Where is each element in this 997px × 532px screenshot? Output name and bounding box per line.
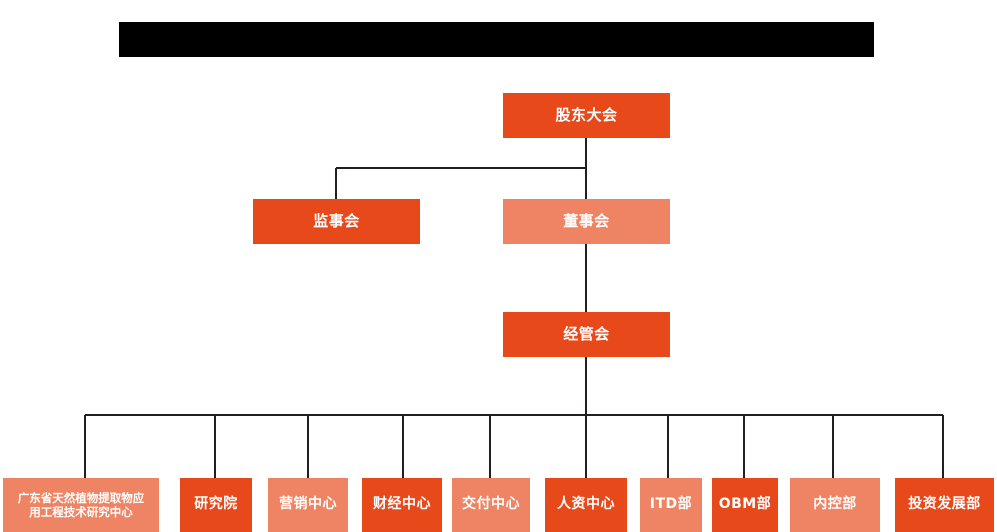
- connector-drop-department-2: [307, 415, 309, 478]
- connector-department-bus: [85, 414, 943, 416]
- connector-drop-department-1: [214, 415, 216, 478]
- org-node-label: ITD部: [649, 496, 693, 513]
- org-node-supervisors[interactable]: 监事会: [253, 199, 420, 244]
- org-node-label: 股东大会: [555, 106, 618, 125]
- connector-drop-department-4: [489, 415, 491, 478]
- redacted-title-bar: [119, 22, 874, 57]
- org-node-delivery-center[interactable]: 交付中心: [452, 478, 530, 532]
- org-node-label: 广东省天然植物提取物应 用工程技术研究中心: [17, 490, 145, 519]
- connector-drop-department-6: [667, 415, 669, 478]
- org-node-investment-dev[interactable]: 投资发展部: [895, 478, 994, 532]
- org-node-shareholders[interactable]: 股东大会: [503, 93, 670, 138]
- connector-drop-supervisors: [335, 168, 337, 199]
- org-node-directors[interactable]: 董事会: [503, 199, 670, 244]
- org-node-research-institute[interactable]: 研究院: [180, 478, 252, 532]
- org-node-label: 董事会: [563, 212, 610, 231]
- connector-drop-department-3: [402, 415, 404, 478]
- org-node-label: 监事会: [313, 212, 360, 231]
- connector-directors-to-management: [585, 244, 587, 312]
- connector-shareholders-to-directors: [585, 138, 587, 199]
- connector-drop-department-0: [84, 415, 86, 478]
- org-node-label: 交付中心: [462, 496, 520, 513]
- connector-drop-department-8: [832, 415, 834, 478]
- org-node-ext-research-center[interactable]: 广东省天然植物提取物应 用工程技术研究中心: [3, 478, 159, 532]
- connector-branch-to-supervisors: [336, 167, 586, 169]
- org-node-itd-dept[interactable]: ITD部: [640, 478, 702, 532]
- org-node-obm-dept[interactable]: OBM部: [712, 478, 778, 532]
- org-node-label: 投资发展部: [908, 496, 981, 513]
- org-node-marketing-center[interactable]: 营销中心: [268, 478, 348, 532]
- org-node-hr-center[interactable]: 人资中心: [545, 478, 627, 532]
- org-node-label: 内控部: [813, 496, 857, 513]
- org-node-internal-control[interactable]: 内控部: [790, 478, 880, 532]
- connector-drop-department-9: [942, 415, 944, 478]
- org-node-label: 财经中心: [373, 496, 431, 513]
- org-node-label: OBM部: [718, 496, 772, 513]
- connector-drop-department-5: [585, 415, 587, 478]
- org-node-label: 人资中心: [557, 496, 615, 513]
- org-node-label: 研究院: [194, 496, 238, 513]
- connector-drop-department-7: [743, 415, 745, 478]
- org-node-finance-center[interactable]: 财经中心: [362, 478, 442, 532]
- connector-management-to-bus: [585, 357, 587, 415]
- org-node-label: 营销中心: [279, 496, 337, 513]
- org-node-label: 经管会: [563, 325, 610, 344]
- org-node-management[interactable]: 经管会: [503, 312, 670, 357]
